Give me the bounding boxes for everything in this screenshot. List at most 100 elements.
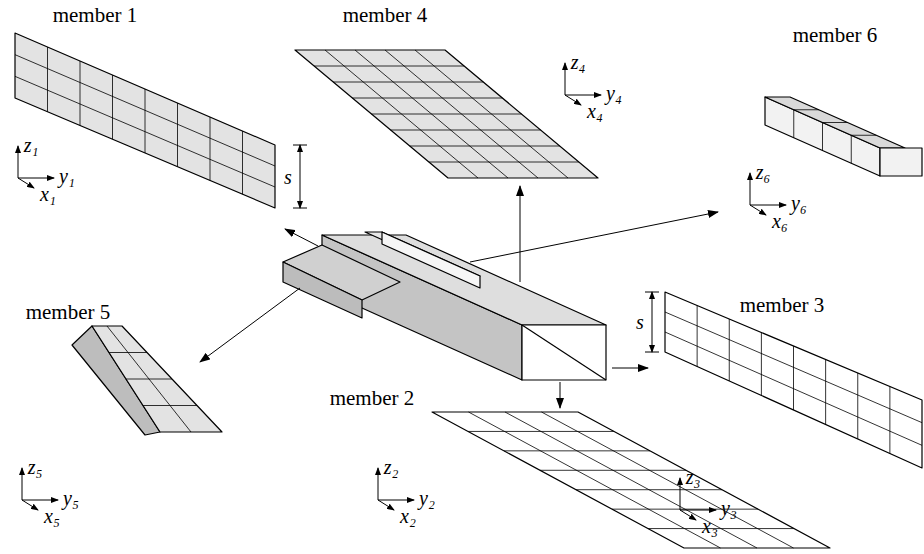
axis-label: y₂: [419, 488, 435, 508]
grid-line: [729, 319, 730, 381]
grid-line: [794, 109, 819, 110]
dimension-line: [652, 292, 653, 352]
axis-arrow: [750, 173, 751, 205]
axis-label: z₃: [686, 467, 701, 487]
arrows-and-axes: [18, 63, 786, 520]
axis-arrow: [18, 178, 34, 188]
channel-face: [765, 97, 905, 148]
grid-line: [391, 130, 541, 131]
beam-channel: [382, 232, 480, 288]
grid-line: [540, 470, 686, 471]
grid-line: [109, 352, 147, 353]
member-panel: [665, 292, 922, 468]
beam-end-line: [522, 325, 606, 380]
grid-line: [542, 412, 794, 548]
axis-arrow: [378, 500, 414, 501]
grid-line: [576, 489, 722, 490]
axis-label: y₁: [59, 166, 75, 186]
beam-wedge: [283, 262, 362, 318]
axis-arrow: [750, 205, 786, 206]
dimension-line: [300, 145, 301, 208]
part-label: member 4: [343, 5, 428, 26]
grid-line: [851, 135, 876, 136]
grid-line: [410, 146, 560, 147]
leader-arrow: [612, 368, 648, 369]
axis-label: z₄: [571, 52, 586, 72]
grid-line: [15, 76, 275, 187]
axis-label: x₂: [400, 506, 416, 526]
part-label: member 6: [793, 25, 878, 46]
grid-line: [697, 306, 698, 367]
channel-face: [880, 148, 922, 176]
grid-line: [505, 412, 757, 548]
axis-arrow: [22, 500, 38, 510]
axis-arrow: [378, 468, 379, 500]
grid-line: [793, 110, 794, 138]
part-label: member 2: [330, 388, 415, 409]
axis-label: x₆: [772, 211, 788, 231]
leader-arrow: [470, 212, 718, 262]
grid-line: [469, 412, 721, 548]
grid-line: [761, 333, 762, 396]
dimension-tick: [293, 145, 307, 146]
axis-arrow: [378, 500, 394, 510]
axis-arrow: [18, 178, 54, 179]
grid-line: [80, 61, 81, 126]
grid-line: [145, 89, 146, 153]
axis-label: z₅: [28, 457, 43, 477]
grid-line: [648, 528, 794, 529]
axis-label: y₆: [791, 193, 807, 213]
axis-label: z₂: [384, 457, 399, 477]
part-label: member 1: [53, 5, 138, 26]
grid-line: [242, 131, 243, 194]
grid-line: [372, 114, 522, 115]
leader-arrow: [200, 288, 300, 362]
axis-label: z₁: [24, 135, 39, 155]
axis-arrow: [22, 500, 58, 501]
axis-label: y₃: [721, 498, 737, 518]
grid-line: [47, 47, 48, 112]
dimension-tick: [293, 208, 307, 209]
axis-label: x₃: [702, 516, 718, 536]
grid-line: [143, 405, 197, 406]
grid-line: [504, 450, 650, 451]
dimension-tick: [645, 292, 659, 293]
axis-arrow: [680, 478, 681, 510]
grid-line: [793, 346, 794, 410]
grid-line: [889, 387, 890, 454]
member-panel: [15, 33, 275, 208]
grid-line: [333, 82, 483, 83]
grid-line: [314, 66, 464, 67]
dimension-label: s: [636, 312, 644, 332]
grid-line: [665, 332, 922, 445]
grid-line: [210, 117, 211, 181]
grid-line: [15, 55, 275, 166]
axis-label: y₅: [63, 488, 79, 508]
axis-arrow: [680, 510, 716, 511]
grid-line: [112, 75, 113, 139]
axis-arrow: [565, 95, 601, 96]
grid-line: [857, 373, 858, 439]
member-panel: [432, 412, 830, 548]
member-panel: [295, 50, 598, 178]
leader-arrow: [520, 186, 521, 282]
grid-line: [177, 103, 178, 167]
grid-line: [468, 431, 614, 432]
axis-arrow: [22, 468, 23, 500]
grid-line: [126, 379, 172, 380]
axis-label: z₆: [756, 162, 771, 182]
dimension-label: s: [284, 167, 292, 187]
axis-label: y₄: [606, 83, 622, 103]
part-label: member 5: [26, 302, 111, 323]
dimension-tick: [645, 352, 659, 353]
axis-label: x₁: [40, 184, 56, 204]
wedge-face: [92, 326, 222, 432]
part-label: member 3: [740, 295, 825, 316]
axis-arrow: [750, 205, 766, 215]
grid-line: [429, 162, 579, 163]
axis-arrow: [565, 63, 566, 95]
axis-arrow: [680, 510, 696, 520]
grid-line: [825, 360, 826, 425]
